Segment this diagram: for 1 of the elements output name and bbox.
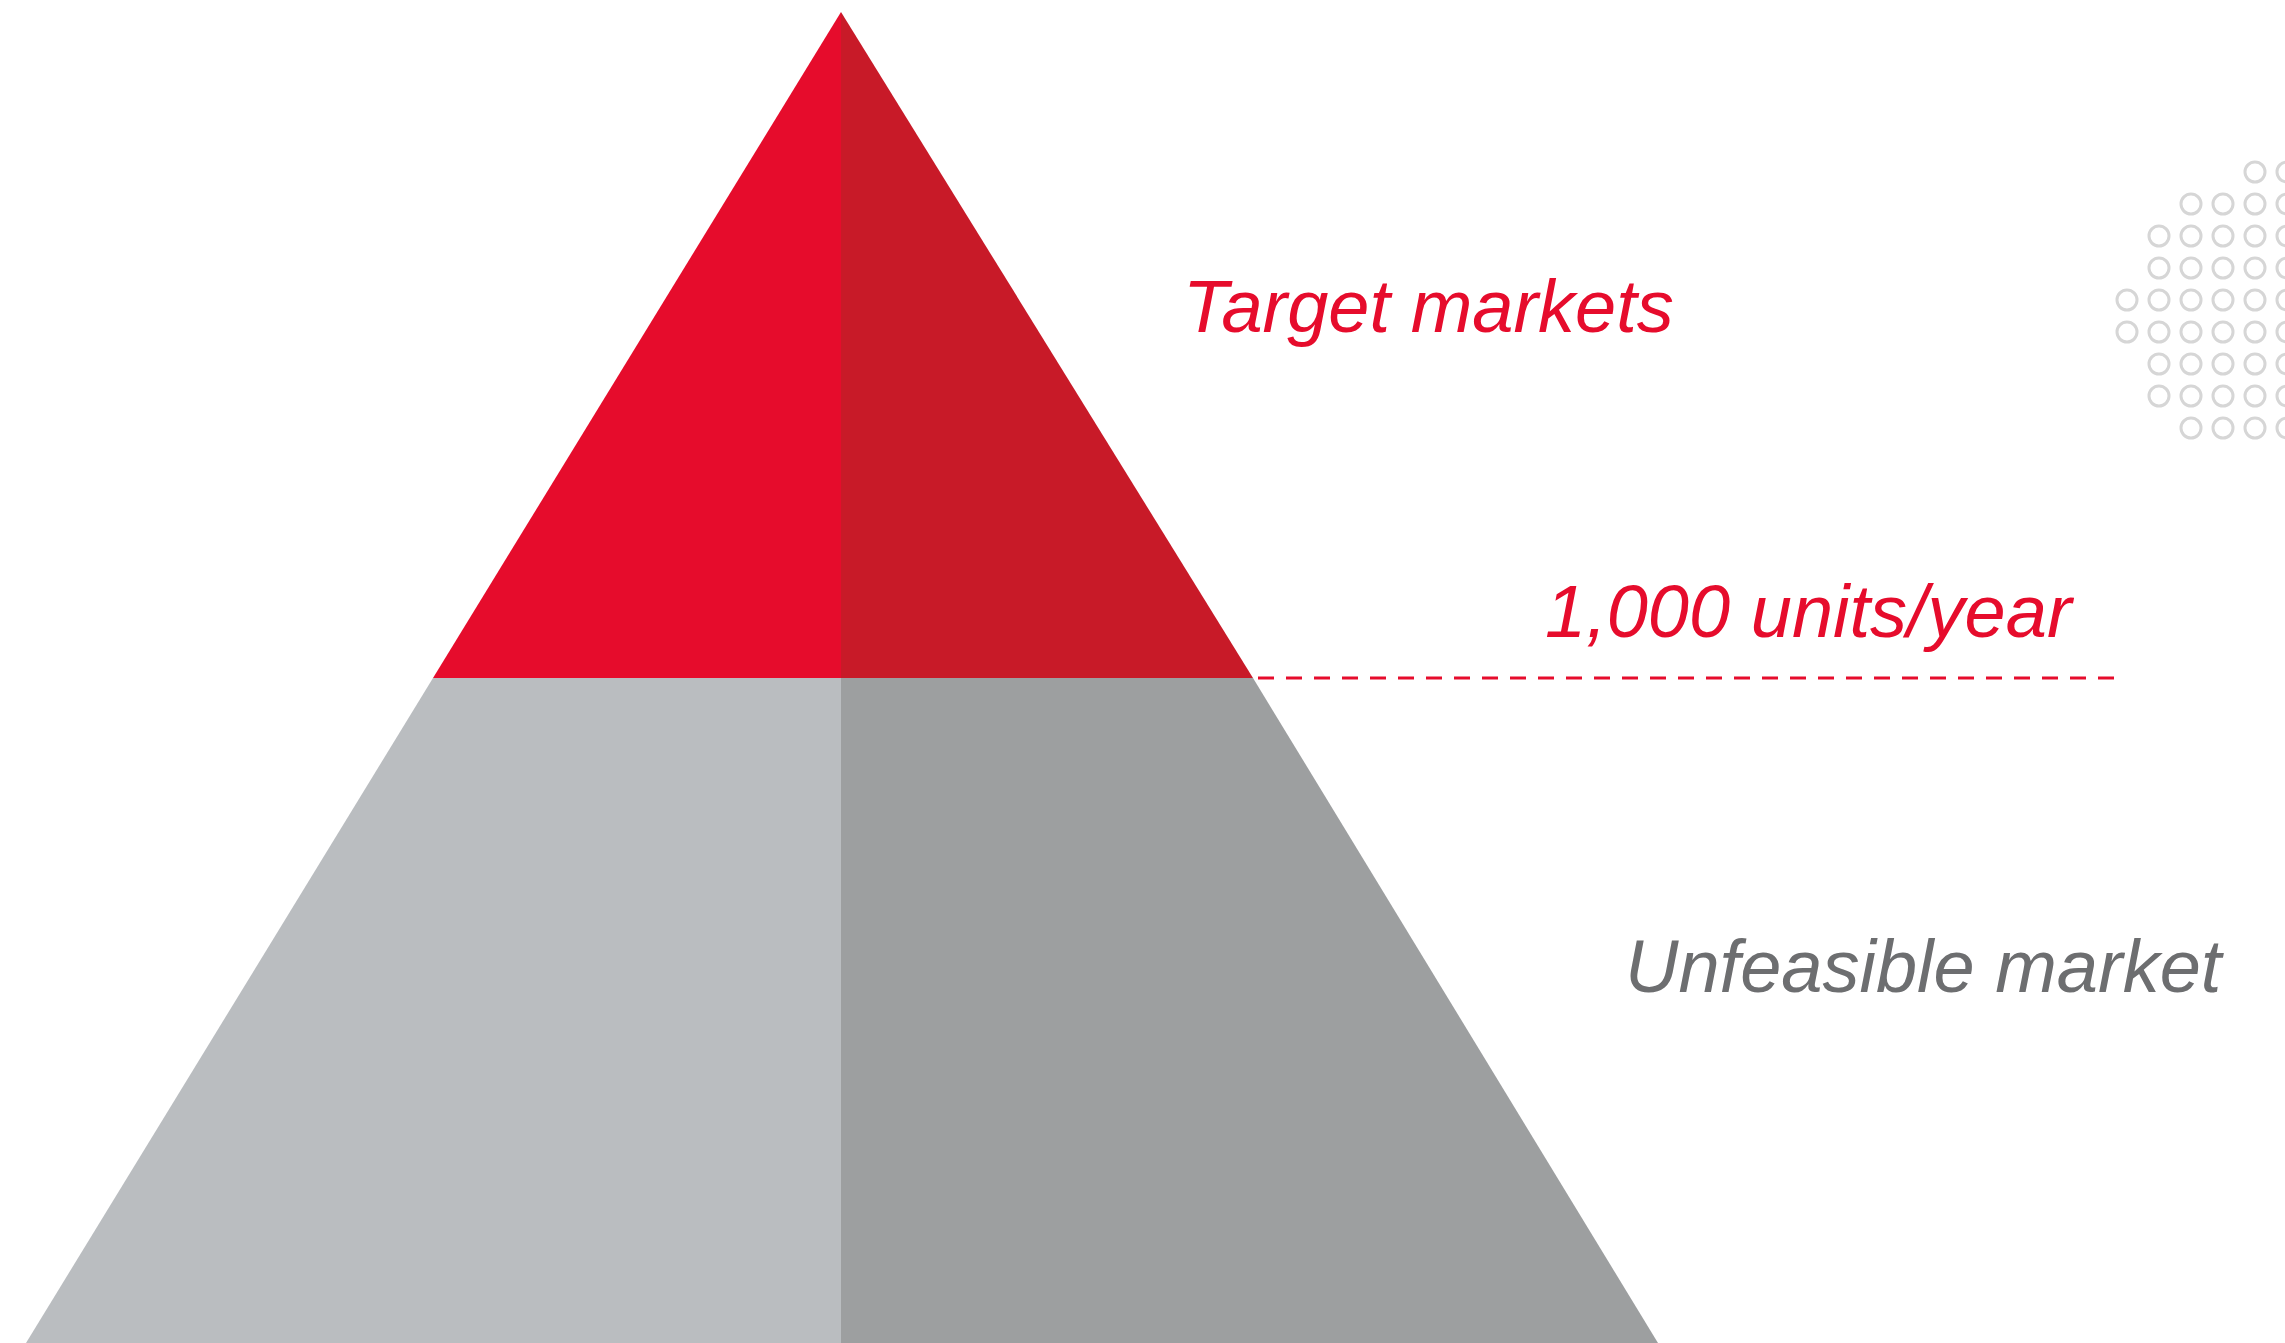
section-label: Unfeasible market [1625, 930, 2222, 1004]
